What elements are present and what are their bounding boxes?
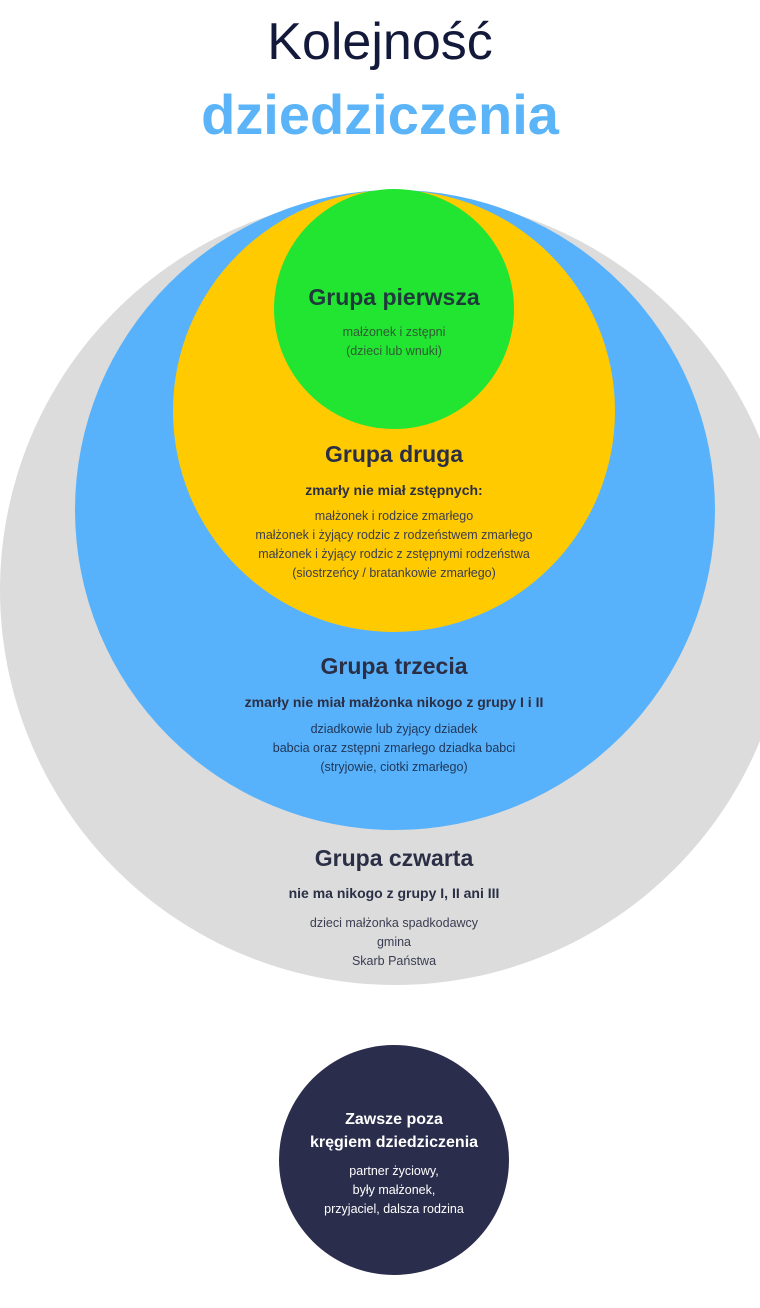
outside-details: partner życiowy, były małżonek, przyjaci… [0, 1162, 760, 1219]
group3-line: (stryjowie, ciotki zmarłego) [320, 760, 468, 774]
outside-line: przyjaciel, dalsza rodzina [324, 1202, 464, 1216]
group3-line: dziadkowie lub żyjący dziadek [310, 722, 478, 736]
group3-condition: zmarły nie miał małżonka nikogo z grupy … [244, 694, 544, 710]
group2-condition: zmarły nie miał zstępnych: [305, 482, 483, 498]
outside-heading-line: Zawsze poza [345, 1111, 443, 1128]
group4-line: dzieci małżonka spadkodawcy [309, 916, 479, 930]
group1-line: (dzieci lub wnuki) [346, 344, 442, 358]
group1-details: małżonek i zstępni (dzieci lub wnuki) [0, 323, 760, 361]
group2-line: małżonek i żyjący rodzic z zstępnymi rod… [258, 547, 530, 561]
title-line-2: dziedziczenia [201, 83, 559, 146]
group3-line: babcia oraz zstępni zmarłego dziadka bab… [272, 741, 516, 755]
outside-line: partner życiowy, [349, 1164, 439, 1178]
group2-line: małżonek i rodzice zmarłego [314, 509, 474, 523]
outside-heading-line: kręgiem dziedziczenia [309, 1134, 479, 1151]
group4-condition: nie ma nikogo z grupy I, II ani III [288, 885, 500, 901]
outside-circle [279, 1045, 509, 1275]
group3-details: dziadkowie lub żyjący dziadek babcia ora… [0, 720, 760, 777]
group2-line: (siostrzeńcy / bratankowie zmarłego) [292, 566, 496, 580]
outside-line: były małżonek, [352, 1183, 436, 1197]
group4-line: gmina [376, 935, 412, 949]
group4-details: dzieci małżonka spadkodawcy gmina Skarb … [0, 914, 760, 971]
group1-line: małżonek i zstępni [342, 325, 446, 339]
group2-details: małżonek i rodzice zmarłego małżonek i ż… [0, 507, 760, 583]
title-line-1: Kolejność [267, 13, 493, 71]
group1-heading: Grupa pierwsza [308, 284, 480, 310]
group2-line: małżonek i żyjący rodzic z rodzeństwem z… [255, 528, 533, 542]
group2-heading: Grupa druga [324, 441, 463, 467]
group4-line: Skarb Państwa [351, 954, 437, 968]
group4-heading: Grupa czwarta [314, 845, 474, 871]
group3-heading: Grupa trzecia [320, 653, 468, 679]
outside-heading: Zawsze poza kręgiem dziedziczenia [0, 1108, 760, 1154]
group1-circle [274, 189, 514, 429]
